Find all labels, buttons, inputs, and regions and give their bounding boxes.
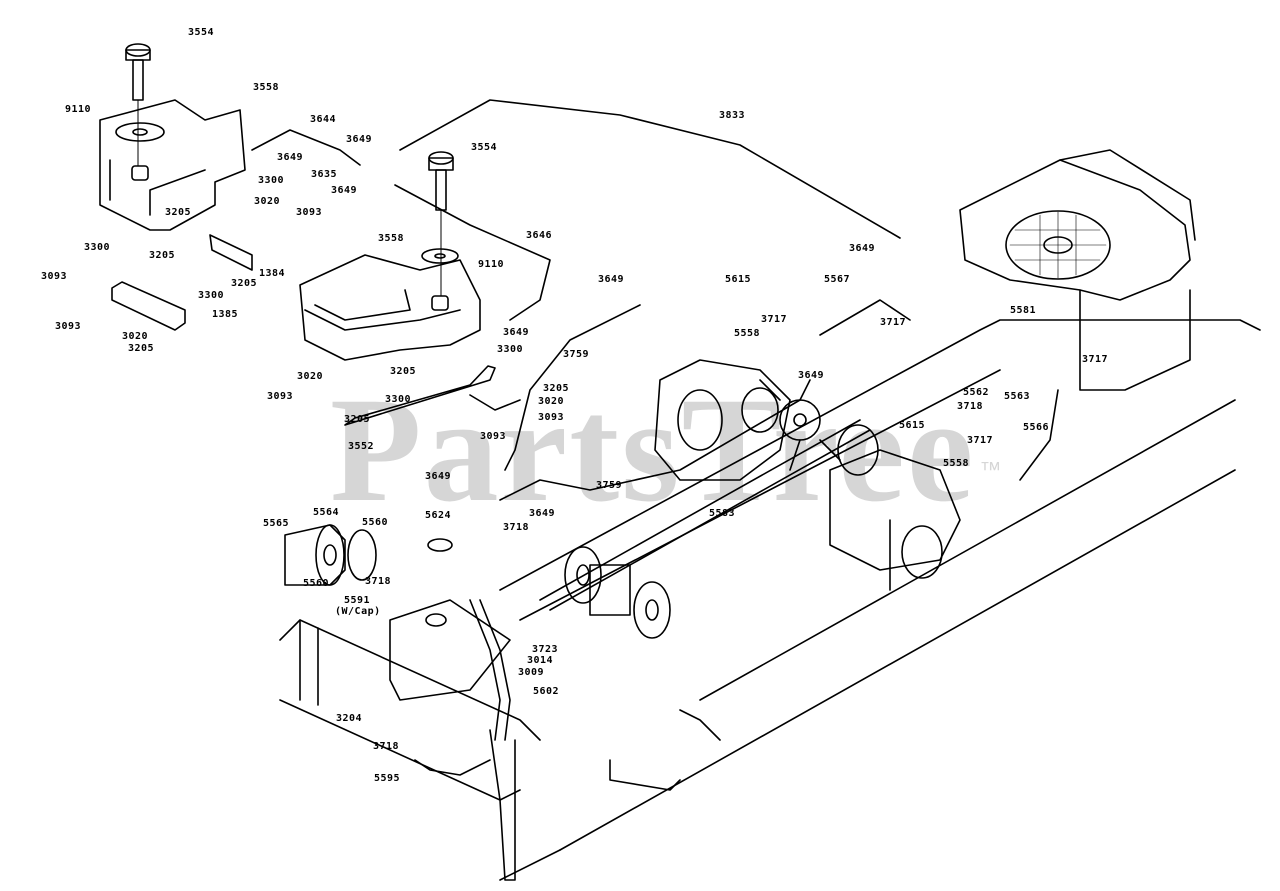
part-callout-3020[interactable]: 3020 bbox=[254, 196, 281, 207]
part-callout-3300[interactable]: 3300 bbox=[497, 344, 524, 355]
part-callout-5591[interactable]: 5591 bbox=[344, 595, 371, 606]
fuel-tank-left bbox=[99, 99, 246, 231]
fuel-lines bbox=[251, 99, 1059, 501]
part-callout-3646[interactable]: 3646 bbox=[526, 230, 553, 241]
part-callout-3020[interactable]: 3020 bbox=[122, 331, 149, 342]
part-callout-3718[interactable]: 3718 bbox=[503, 522, 530, 533]
trademark-mark: ™ bbox=[979, 457, 1004, 482]
part-callout-3649[interactable]: 3649 bbox=[849, 243, 876, 254]
part-callout-3833[interactable]: 3833 bbox=[719, 110, 746, 121]
watermark-text: PartsTree bbox=[330, 367, 976, 533]
part-callout-5581[interactable]: 5581 bbox=[1010, 305, 1037, 316]
hydraulic-pump-upper bbox=[654, 359, 791, 481]
tank-bracket-center bbox=[344, 365, 521, 426]
part-callout-5560[interactable]: 5560 bbox=[303, 578, 330, 589]
part-callout-3020[interactable]: 3020 bbox=[297, 371, 324, 382]
part-callout-3093[interactable]: 3093 bbox=[538, 412, 565, 423]
part-callout-3649[interactable]: 3649 bbox=[277, 152, 304, 163]
part-callout-3093[interactable]: 3093 bbox=[267, 391, 294, 402]
part-callout-5558[interactable]: 5558 bbox=[943, 458, 970, 469]
part-callout-3205[interactable]: 3205 bbox=[543, 383, 570, 394]
part-callout-3009[interactable]: 3009 bbox=[518, 667, 545, 678]
part-callout-5595[interactable]: 5595 bbox=[374, 773, 401, 784]
part-callout-3718[interactable]: 3718 bbox=[365, 576, 392, 587]
hose-5602 bbox=[414, 599, 511, 776]
fuel-tank-center bbox=[299, 248, 481, 361]
part-callout-3717[interactable]: 3717 bbox=[1082, 354, 1109, 365]
part-callout-5563[interactable]: 5563 bbox=[1004, 391, 1031, 402]
part-callout-3558[interactable]: 3558 bbox=[378, 233, 405, 244]
part-callout-3717[interactable]: 3717 bbox=[967, 435, 994, 446]
part-callout-3093[interactable]: 3093 bbox=[480, 431, 507, 442]
part-callout-5615[interactable]: 5615 bbox=[725, 274, 752, 285]
part-callout-3014[interactable]: 3014 bbox=[527, 655, 554, 666]
part-callout-3300[interactable]: 3300 bbox=[84, 242, 111, 253]
part-callout-1385[interactable]: 1385 bbox=[212, 309, 239, 320]
part-callout-3093[interactable]: 3093 bbox=[296, 207, 323, 218]
part-callout-3205[interactable]: 3205 bbox=[344, 414, 371, 425]
part-callout-3717[interactable]: 3717 bbox=[761, 314, 788, 325]
part-callout-3205[interactable]: 3205 bbox=[231, 278, 258, 289]
part-callout-3020[interactable]: 3020 bbox=[538, 396, 565, 407]
part-callout-3093[interactable]: 3093 bbox=[55, 321, 82, 332]
tank-bracket-left bbox=[111, 234, 253, 331]
part-callout-5615[interactable]: 5615 bbox=[899, 420, 926, 431]
part-callout-3759[interactable]: 3759 bbox=[596, 480, 623, 491]
chassis-frame bbox=[279, 319, 1261, 881]
oil-filter bbox=[284, 524, 377, 586]
part-callout-3649[interactable]: 3649 bbox=[425, 471, 452, 482]
part-callout-5567[interactable]: 5567 bbox=[824, 274, 851, 285]
part-callout-3300[interactable]: 3300 bbox=[385, 394, 412, 405]
part-callout-3649[interactable]: 3649 bbox=[503, 327, 530, 338]
engine bbox=[959, 149, 1196, 391]
part-callout-1384[interactable]: 1384 bbox=[259, 268, 286, 279]
part-callout-5566[interactable]: 5566 bbox=[1023, 422, 1050, 433]
part-callout-3723[interactable]: 3723 bbox=[532, 644, 559, 655]
part-callout-3554[interactable]: 3554 bbox=[471, 142, 498, 153]
part-callout-3300[interactable]: 3300 bbox=[198, 290, 225, 301]
part-callout-3649[interactable]: 3649 bbox=[798, 370, 825, 381]
part-callout-3759[interactable]: 3759 bbox=[563, 349, 590, 360]
part-callout-wcap[interactable]: (W/Cap) bbox=[335, 606, 381, 617]
part-callout-3093[interactable]: 3093 bbox=[41, 271, 68, 282]
part-callout-3554[interactable]: 3554 bbox=[188, 27, 215, 38]
fuel-cap-left bbox=[125, 43, 151, 167]
reservoir bbox=[389, 538, 511, 701]
drive-belt-pulleys bbox=[539, 419, 871, 639]
part-callout-3718[interactable]: 3718 bbox=[957, 401, 984, 412]
part-callout-3552[interactable]: 3552 bbox=[348, 441, 375, 452]
part-callout-5583[interactable]: 5583 bbox=[709, 508, 736, 519]
part-callout-3649[interactable]: 3649 bbox=[529, 508, 556, 519]
part-callout-5562[interactable]: 5562 bbox=[963, 387, 990, 398]
part-callout-5565[interactable]: 5565 bbox=[263, 518, 290, 529]
part-callout-3205[interactable]: 3205 bbox=[128, 343, 155, 354]
part-callout-5558[interactable]: 5558 bbox=[734, 328, 761, 339]
fuel-cap-center bbox=[428, 151, 454, 297]
cooling-fan bbox=[759, 379, 841, 471]
part-callout-5564[interactable]: 5564 bbox=[313, 507, 340, 518]
part-callout-3649[interactable]: 3649 bbox=[331, 185, 358, 196]
part-callout-3205[interactable]: 3205 bbox=[390, 366, 417, 377]
part-callout-9110[interactable]: 9110 bbox=[65, 104, 92, 115]
part-callout-3718[interactable]: 3718 bbox=[373, 741, 400, 752]
part-callout-3205[interactable]: 3205 bbox=[149, 250, 176, 261]
part-callout-3635[interactable]: 3635 bbox=[311, 169, 338, 180]
part-callout-5560[interactable]: 5560 bbox=[362, 517, 389, 528]
part-callout-5624[interactable]: 5624 bbox=[425, 510, 452, 521]
part-callout-3649[interactable]: 3649 bbox=[598, 274, 625, 285]
part-callout-3644[interactable]: 3644 bbox=[310, 114, 337, 125]
part-callout-3204[interactable]: 3204 bbox=[336, 713, 363, 724]
part-callout-3717[interactable]: 3717 bbox=[880, 317, 907, 328]
hydraulic-pump-lower bbox=[829, 424, 961, 591]
part-callout-3558[interactable]: 3558 bbox=[253, 82, 280, 93]
part-callout-3205[interactable]: 3205 bbox=[165, 207, 192, 218]
part-callout-5602[interactable]: 5602 bbox=[533, 686, 560, 697]
part-callout-3649[interactable]: 3649 bbox=[346, 134, 373, 145]
part-callout-9110[interactable]: 9110 bbox=[478, 259, 505, 270]
part-callout-3300[interactable]: 3300 bbox=[258, 175, 285, 186]
